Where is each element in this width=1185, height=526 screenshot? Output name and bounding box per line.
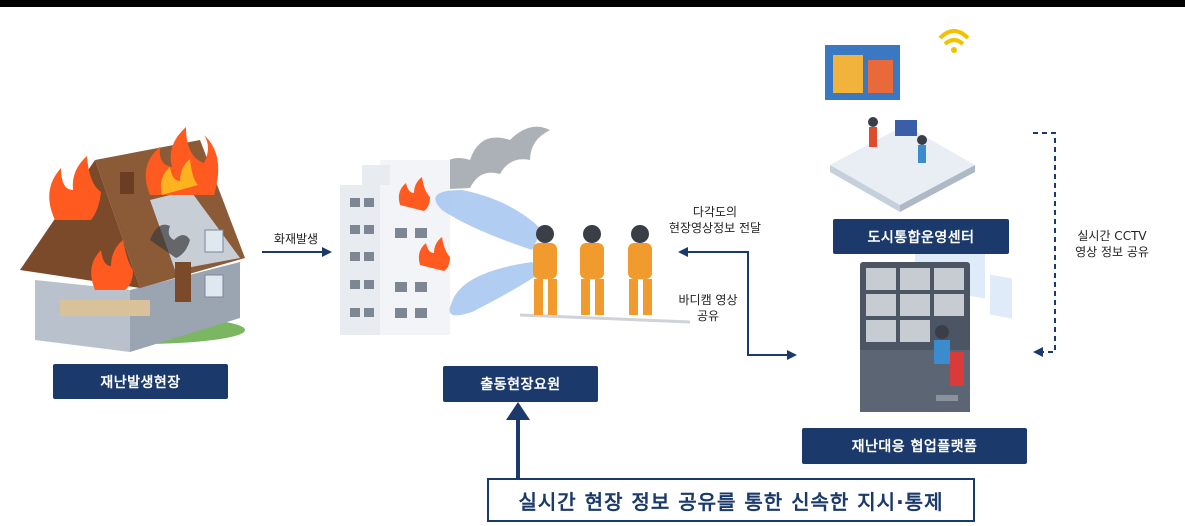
caption-cctv-line2: 영상 정보 공유 [1075,245,1149,259]
caption-bodycam-line1: 바디캠 영상 [678,293,738,307]
bottom-banner: 실시간 현장 정보 공유를 통한 신속한 지시·통제 [487,478,975,522]
caption-bodycam: 바디캠 영상 공유 [668,292,748,324]
caption-multi-angle-line2: 현장영상정보 전달 [668,221,762,235]
arrow-cctv-sharing [1033,132,1056,357]
burning-house-illustration [20,127,245,352]
caption-bodycam-line2: 공유 [696,309,720,323]
arrow-command-control-head [506,402,530,420]
firefighters-illustration [340,126,691,335]
top-rule [0,0,1185,7]
node-field-responders: 출동현장요원 [443,366,598,402]
caption-multi-angle-line1: 다각도의 [692,205,738,219]
arrow-bidirectional-field-platform [678,247,797,360]
node-disaster-platform: 재난대응 협업플랫폼 [802,428,1027,464]
caption-cctv: 실시간 CCTV 영상 정보 공유 [1062,228,1162,260]
caption-cctv-line1: 실시간 CCTV [1077,229,1147,243]
node-disaster-site: 재난발생현장 [53,364,228,399]
caption-fire-occurrence: 화재발생 [273,232,319,246]
control-room-illustration [860,262,970,412]
caption-multi-angle: 다각도의 현장영상정보 전달 [660,204,770,236]
node-city-operations-center: 도시통합운영센터 [833,219,1009,254]
